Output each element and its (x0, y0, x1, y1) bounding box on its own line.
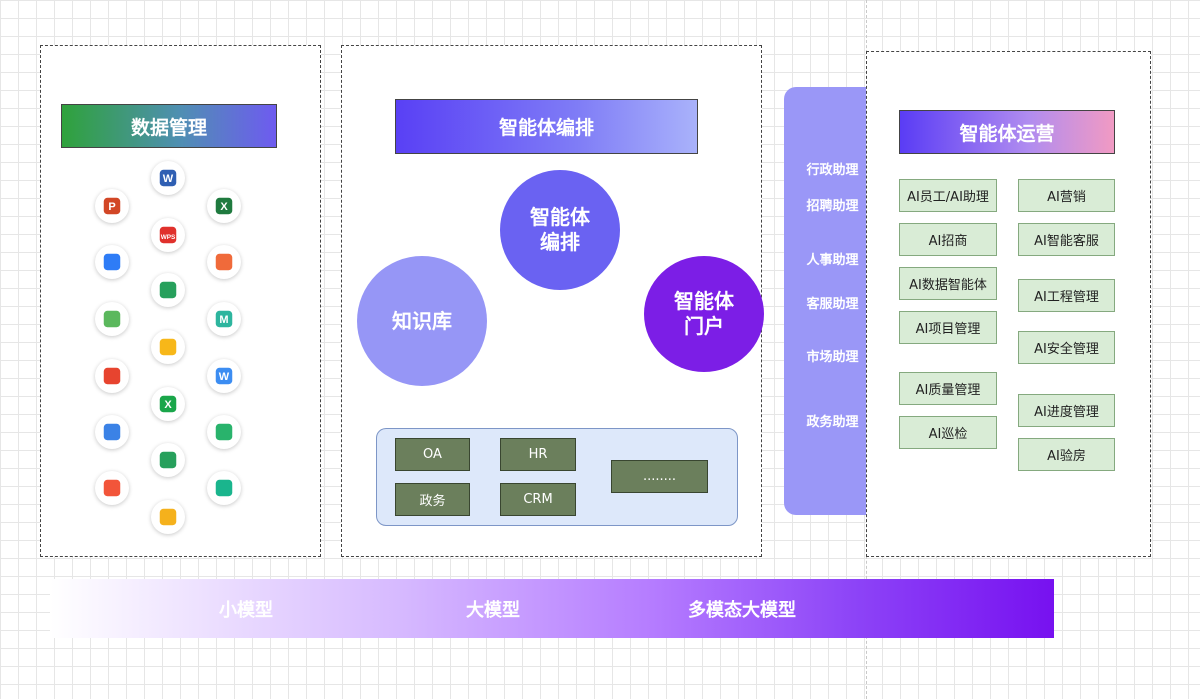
ai-inspection[interactable]: AI巡检 (899, 416, 997, 449)
operations-title: 智能体运营 (899, 110, 1115, 154)
knowledge-base-circle[interactable]: 知识库 (357, 256, 487, 386)
spreadsheet-icon[interactable] (151, 443, 185, 477)
svg-text:W: W (219, 371, 230, 383)
svg-text:X: X (164, 399, 172, 411)
powerpoint-icon-glyph: P (103, 197, 121, 215)
model-large: 大模型 (466, 599, 520, 621)
xmind-icon-glyph: X (159, 395, 177, 413)
excel-icon-glyph: X (215, 197, 233, 215)
photos-icon-glyph (103, 310, 121, 328)
spreadsheet-icon-glyph (159, 451, 177, 469)
svg-text:X: X (220, 201, 228, 213)
system-crm[interactable]: CRM (500, 483, 576, 516)
system-more[interactable]: ........ (611, 460, 708, 493)
assistant-marketing[interactable]: 市场助理 (806, 350, 859, 365)
ai-safety-management[interactable]: AI安全管理 (1018, 331, 1115, 364)
cloud-drive-icon[interactable] (95, 245, 129, 279)
ai-quality-management[interactable]: AI质量管理 (899, 372, 997, 405)
svg-text:P: P (108, 201, 115, 213)
ai-house-inspection[interactable]: AI验房 (1018, 438, 1115, 471)
notes-icon-glyph (159, 508, 177, 526)
slides-icon[interactable] (207, 245, 241, 279)
ai-project-management[interactable]: AI项目管理 (899, 311, 997, 344)
ai-marketing[interactable]: AI营销 (1018, 179, 1115, 212)
system-oa[interactable]: OA (395, 438, 470, 471)
assistant-recruiting[interactable]: 招聘助理 (806, 199, 859, 214)
wps-writer-icon-glyph: W (215, 367, 233, 385)
notes-icon[interactable] (151, 500, 185, 534)
system-hr[interactable]: HR (500, 438, 576, 471)
assistant-hr[interactable]: 人事助理 (806, 253, 859, 268)
powerpoint-icon[interactable]: P (95, 189, 129, 223)
photos-icon[interactable] (95, 302, 129, 336)
folder-icon[interactable] (151, 330, 185, 364)
model-bar (50, 579, 1054, 638)
ai-progress-management[interactable]: AI进度管理 (1018, 394, 1115, 427)
ai-data-agent[interactable]: AI数据智能体 (899, 267, 997, 300)
assistants-pillar (784, 87, 881, 515)
word-icon[interactable]: W (151, 161, 185, 195)
agent-portal-circle[interactable]: 智能体 门户 (644, 256, 764, 372)
wps-icon-glyph: WPS (159, 226, 177, 244)
assistant-government[interactable]: 政务助理 (806, 415, 859, 430)
form-icon-glyph (103, 423, 121, 441)
agent-orchestration-circle[interactable]: 智能体 编排 (500, 170, 620, 290)
ai-engineering-management[interactable]: AI工程管理 (1018, 279, 1115, 312)
svg-text:WPS: WPS (161, 234, 176, 241)
mindmap-icon[interactable]: M (207, 302, 241, 336)
excel-icon[interactable]: X (207, 189, 241, 223)
cloud-drive-icon-glyph (103, 253, 121, 271)
slides-icon-glyph (215, 253, 233, 271)
mindmap-icon-glyph: M (215, 310, 233, 328)
chart-icon[interactable] (207, 415, 241, 449)
orchestration-title: 智能体编排 (395, 99, 698, 154)
form-icon[interactable] (95, 415, 129, 449)
ai-smart-customer-service[interactable]: AI智能客服 (1018, 223, 1115, 256)
announcement-icon[interactable] (95, 471, 129, 505)
folder-icon-glyph (159, 338, 177, 356)
model-multimodal: 多模态大模型 (688, 599, 796, 621)
workflow-icon[interactable] (207, 471, 241, 505)
chart-icon-glyph (215, 423, 233, 441)
sheets-icon-glyph (159, 281, 177, 299)
announcement-icon-glyph (103, 479, 121, 497)
pdf-icon[interactable] (95, 359, 129, 393)
sheets-icon[interactable] (151, 273, 185, 307)
svg-text:M: M (219, 314, 228, 326)
assistant-admin[interactable]: 行政助理 (806, 163, 859, 178)
data-management-title: 数据管理 (61, 104, 277, 148)
model-small: 小模型 (219, 599, 273, 621)
workflow-icon-glyph (215, 479, 233, 497)
xmind-icon[interactable]: X (151, 387, 185, 421)
wps-writer-icon[interactable]: W (207, 359, 241, 393)
svg-text:W: W (163, 173, 174, 185)
pdf-icon-glyph (103, 367, 121, 385)
wps-icon[interactable]: WPS (151, 218, 185, 252)
assistant-customer-service[interactable]: 客服助理 (806, 297, 859, 312)
word-icon-glyph: W (159, 169, 177, 187)
ai-investment[interactable]: AI招商 (899, 223, 997, 256)
system-government[interactable]: 政务 (395, 483, 470, 516)
ai-staff-assistant[interactable]: AI员工/AI助理 (899, 179, 997, 212)
